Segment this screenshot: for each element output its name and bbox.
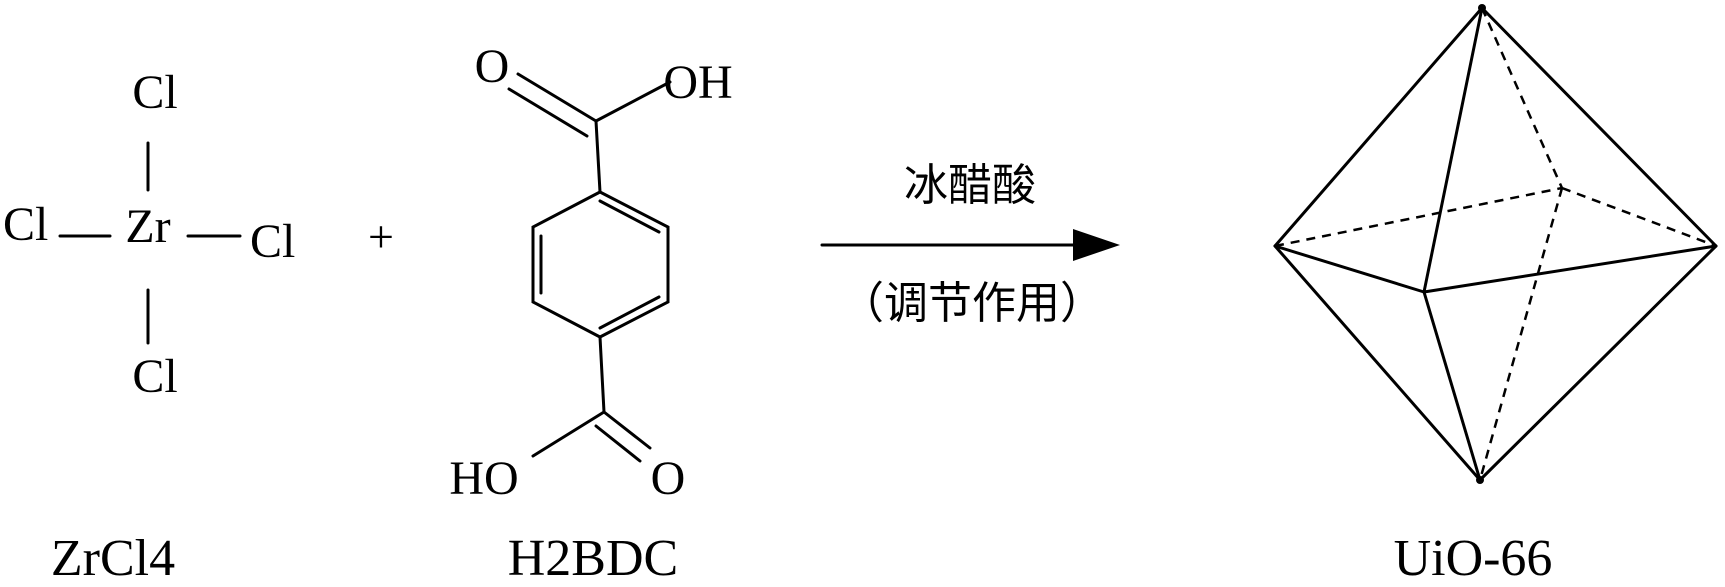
edge-top-front bbox=[1422, 6, 1484, 294]
edge-top-right bbox=[1480, 6, 1718, 248]
cl-right-label: Cl bbox=[250, 215, 295, 268]
o-bottom-label: O bbox=[651, 452, 686, 505]
vertex-bottom bbox=[1476, 476, 1484, 484]
o-top-label: O bbox=[475, 40, 510, 93]
cl-bottom-label: Cl bbox=[132, 350, 177, 403]
zrcl4-structure: Cl Cl Zr Cl Cl bbox=[3, 66, 295, 403]
h2bdc-name: H2BDC bbox=[508, 530, 678, 587]
hidden-edge-back-right bbox=[1561, 186, 1717, 248]
reagent-role-label: （调节作用） bbox=[840, 278, 1104, 329]
cl-left-label: Cl bbox=[3, 198, 48, 251]
hidden-edge-top-back bbox=[1480, 7, 1564, 189]
hidden-edge-back-bottom bbox=[1478, 187, 1564, 481]
hidden-edge-left-back bbox=[1274, 186, 1563, 248]
ho-bottom-label: HO bbox=[449, 452, 518, 505]
uio66-name: UiO-66 bbox=[1394, 530, 1553, 587]
zrcl4-name: ZrCl4 bbox=[51, 530, 175, 587]
carboxyl-ring-bond-top bbox=[594, 119, 602, 194]
edge-left-front bbox=[1273, 244, 1426, 294]
edge-top-left bbox=[1273, 6, 1484, 248]
vertex-top bbox=[1478, 4, 1486, 12]
arrow-head bbox=[1073, 229, 1120, 261]
benzene-ring bbox=[531, 190, 670, 339]
ring-double-bond-upper-right bbox=[598, 199, 661, 234]
reaction-arrow: 冰醋酸 （调节作用） bbox=[820, 160, 1120, 329]
ring-double-bond-lower-right bbox=[598, 295, 661, 330]
reagent-label: 冰醋酸 bbox=[904, 160, 1036, 211]
edge-right-bottom bbox=[1478, 244, 1718, 482]
c-ho-bond bbox=[531, 410, 606, 458]
oh-top-label: OH bbox=[663, 56, 732, 109]
co-double-bond-bottom-inner bbox=[594, 424, 642, 463]
uio66-octahedron bbox=[1273, 4, 1718, 484]
zr-label: Zr bbox=[125, 200, 170, 253]
edge-front-bottom bbox=[1422, 290, 1482, 482]
co-double-bond-bottom-outer bbox=[602, 410, 652, 450]
edge-left-bottom bbox=[1273, 244, 1482, 482]
h2bdc-structure: O OH HO O bbox=[449, 40, 732, 505]
cl-top-label: Cl bbox=[132, 66, 177, 119]
plus-sign: + bbox=[368, 211, 394, 262]
co-double-bond-outer bbox=[516, 72, 598, 123]
co-double-bond-inner bbox=[507, 87, 589, 138]
carboxyl-ring-bond-bottom bbox=[598, 335, 606, 414]
c-oh-bond bbox=[594, 80, 672, 123]
edge-front-right bbox=[1422, 244, 1718, 294]
